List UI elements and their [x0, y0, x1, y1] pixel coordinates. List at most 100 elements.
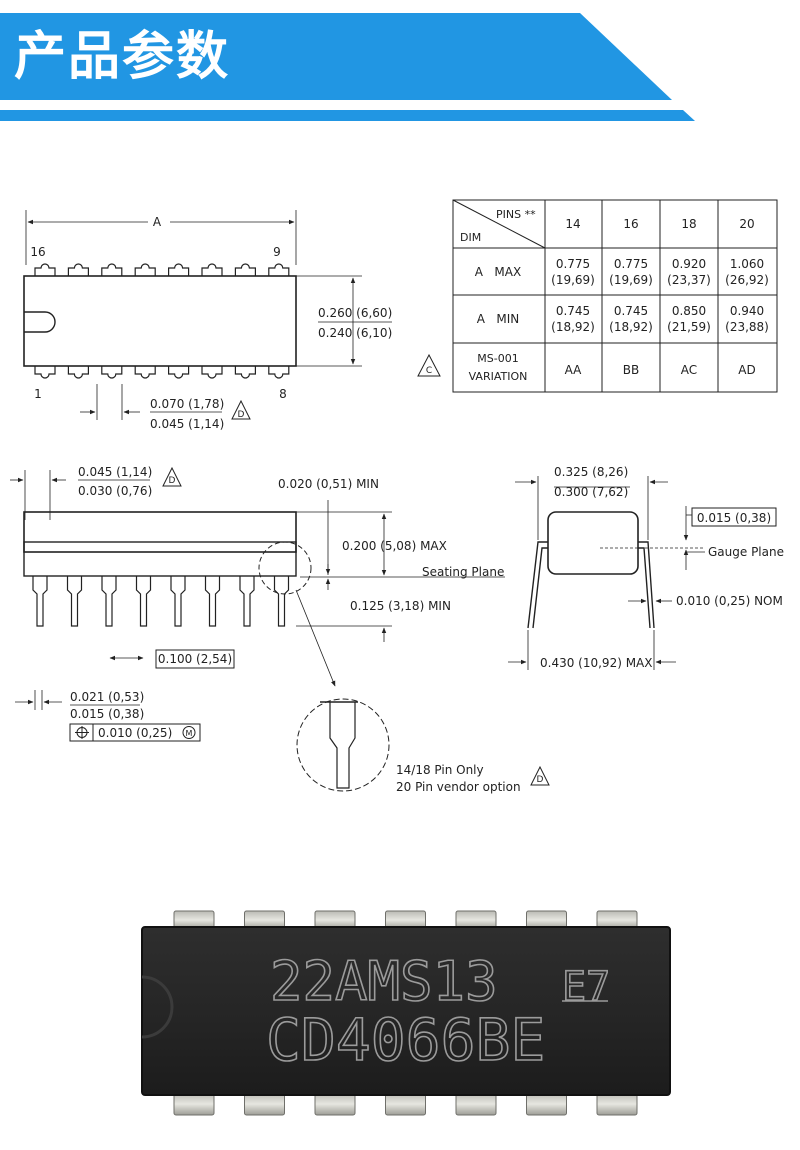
side-lead: [66, 576, 83, 627]
pin-note-line1: 14/18 Pin Only: [396, 763, 484, 777]
note-d-label: D: [169, 476, 176, 486]
gauge-plane-label: Gauge Plane: [708, 545, 784, 559]
lead-nom-label: 0.010 (0,25) NOM: [676, 594, 783, 608]
table-pins-14: 14: [565, 217, 580, 231]
row-spacing-max-label: 0.325 (8,26): [554, 465, 628, 479]
side-lead: [101, 576, 117, 627]
side-lead: [32, 576, 48, 627]
top-lead: [168, 263, 190, 276]
width-max-label: 0.260 (6,60): [318, 306, 392, 320]
note-d-label: D: [238, 410, 245, 420]
lead-min-label: 0.030 (0,76): [78, 484, 152, 498]
package-drawing: A 16 9 1 8 0.260 (6,60) 0.240 (6,10) 0.0…: [10, 199, 784, 794]
table-pins-16: 16: [623, 217, 638, 231]
pin-16-label: 16: [30, 245, 45, 259]
lead-length-label: 0.125 (3,18) MIN: [350, 599, 451, 613]
width-min-label: 0.240 (6,10): [318, 326, 392, 340]
pitch-label: 0.100 (2,54): [158, 652, 232, 666]
bottom-lead: [268, 366, 290, 379]
bottom-lead: [201, 366, 223, 379]
seating-plane-label: Seating Plane: [422, 565, 504, 579]
table-cell: 0.850: [672, 304, 706, 318]
banner-shape: [0, 13, 695, 121]
top-lead: [201, 263, 223, 276]
table-corner-pins: PINS **: [496, 208, 536, 221]
table-pins-20: 20: [739, 217, 754, 231]
table-cell: (19,69): [609, 273, 653, 287]
table-cell: AA: [565, 363, 583, 377]
page-title: 产品参数: [14, 27, 231, 87]
table-pins-18: 18: [681, 217, 696, 231]
table-cell: AD: [738, 363, 755, 377]
chip-pin-bottom: [314, 1092, 356, 1116]
table-cell: (18,92): [551, 320, 595, 334]
table-cell: AC: [681, 363, 697, 377]
table-cell: 0.745: [556, 304, 590, 318]
table-cell: (18,92): [609, 320, 653, 334]
side-view: [10, 466, 550, 792]
table-cell: 0.775: [556, 257, 590, 271]
lead-max-label: 0.045 (1,14): [78, 465, 152, 479]
header-banner: 产品参数: [0, 0, 800, 130]
dimension-table: [417, 199, 778, 393]
top-lead: [101, 263, 123, 276]
note-c-label: C: [426, 366, 432, 376]
chip-marking-line2: CD4066BE: [266, 1006, 545, 1074]
row-variation-label-2: VARIATION: [469, 370, 528, 383]
table-cell: BB: [623, 363, 639, 377]
bottom-lead: [234, 366, 256, 379]
table-cell: (21,59): [667, 320, 711, 334]
side-lead: [170, 576, 186, 627]
pin-width-max-label: 0.021 (0,53): [70, 690, 144, 704]
row-a-max-label: A MAX: [475, 265, 521, 279]
row-spacing-min-label: 0.300 (7,62): [554, 485, 628, 499]
table-cell: 0.775: [614, 257, 648, 271]
bottom-lead: [134, 366, 156, 379]
chip-pin-bottom: [173, 1092, 215, 1116]
lead-thickness-label: 0.015 (0,38): [697, 511, 771, 525]
pad-min-label: 0.045 (1,14): [150, 417, 224, 431]
standoff-label: 0.020 (0,51) MIN: [278, 477, 379, 491]
chip-pin-bottom: [526, 1092, 567, 1116]
pin-9-label: 9: [273, 245, 281, 259]
row-variation-label-1: MS-001: [477, 352, 518, 365]
bottom-lead: [101, 366, 123, 379]
pin-8-label: 8: [279, 387, 287, 401]
height-label: 0.200 (5,08) MAX: [342, 539, 447, 553]
chip-pin-bottom: [385, 1092, 426, 1116]
table-cell: 0.940: [730, 304, 764, 318]
top-lead: [34, 263, 56, 276]
chip-pin-bottom: [596, 1092, 638, 1116]
bottom-lead: [34, 366, 56, 379]
top-lead: [134, 263, 156, 276]
row-a-min-label: A MIN: [477, 312, 520, 326]
chip-marking-code: E7: [562, 964, 610, 1010]
top-lead: [67, 263, 89, 276]
bottom-lead: [168, 366, 190, 379]
tolerance-m-label: M: [186, 729, 193, 738]
pad-max-label: 0.070 (1,78): [150, 397, 224, 411]
table-cell: 0.920: [672, 257, 706, 271]
pin-note-line2: 20 Pin vendor option: [396, 780, 521, 794]
table-cell: (26,92): [725, 273, 769, 287]
side-lead: [273, 576, 290, 627]
note-d-label: D: [537, 775, 544, 785]
table-cell: (23,88): [725, 320, 769, 334]
table-cell: (19,69): [551, 273, 595, 287]
table-cell: 1.060: [730, 257, 764, 271]
side-lead: [239, 576, 255, 627]
end-view: [508, 476, 705, 670]
pin-1-label: 1: [34, 387, 42, 401]
top-view: [23, 210, 392, 420]
pin-width-min-label: 0.015 (0,38): [70, 707, 144, 721]
tolerance-label: 0.010 (0,25): [98, 726, 172, 740]
span-label: 0.430 (10,92) MAX: [540, 656, 652, 670]
table-cell: (23,37): [667, 273, 711, 287]
chip-marking-line1: 22AMS13: [270, 950, 498, 1013]
dim-a-label: A: [153, 215, 162, 229]
chip-pin-bottom: [244, 1092, 285, 1116]
chip-photo: 22AMS13 E7 CD4066BE: [141, 910, 671, 1116]
bottom-lead: [67, 366, 89, 379]
table-cell: 0.745: [614, 304, 648, 318]
side-lead: [135, 576, 152, 627]
